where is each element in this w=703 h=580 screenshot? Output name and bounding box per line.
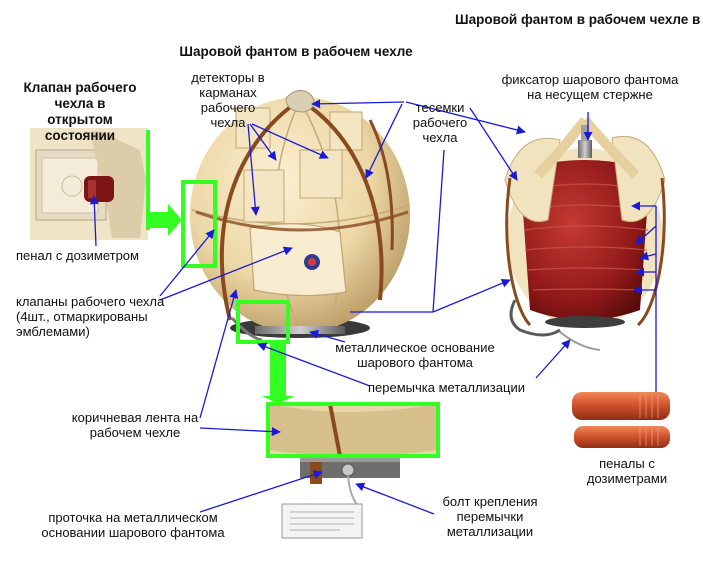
label-brown-tape-line2: рабочем чехле [89, 425, 181, 440]
label-bolt: болт крепления перемычки металлизации [430, 494, 550, 539]
arrow-ties-6 [365, 103, 403, 179]
label-base-line1: металлическое основание [335, 340, 495, 355]
label-base: металлическое основание шарового фантома [320, 340, 510, 370]
label-groove-line1: проточка на металлическом [48, 510, 218, 525]
highlight-connector-arrows [150, 204, 294, 404]
to-closeup-arrow [262, 344, 294, 404]
arrow-detectors-1 [247, 123, 260, 216]
label-detectors-line1: детекторы в [191, 70, 265, 85]
label-valves: клапаны рабочего чехла (4шт., отмаркиров… [16, 294, 164, 339]
label-ties: тесемки рабочего чехла [396, 100, 484, 145]
label-fixator-line1: фиксатор шарового фантома [501, 72, 679, 87]
label-jumper: перемычка металлизации [368, 380, 525, 395]
label-ties-line3: чехла [422, 130, 458, 145]
label-dosimeter-cases-line2: дозиметрами [586, 471, 668, 486]
label-detectors-line3: рабочего [200, 100, 256, 115]
label-ties-line1: тесемки [415, 100, 465, 115]
arrow-dosimeter-case [89, 195, 99, 247]
arrow-brown-tape-1 [199, 289, 239, 419]
label-bolt-line3: металлизации [446, 524, 534, 539]
sphere-half-open-photo [504, 116, 666, 351]
label-valves-line3: эмблемами) [16, 324, 90, 339]
dosimeter-tubes-photo [572, 392, 670, 448]
callout-arrows [89, 99, 657, 515]
arrow-base [309, 329, 346, 343]
arrow-jumper-1 [257, 342, 371, 387]
label-valves-line1: клапаны рабочего чехла [16, 294, 165, 309]
label-dosimeter-cases: пеналы с дозиметрами [572, 456, 682, 486]
label-bolt-line1: болт крепления [442, 494, 538, 509]
arrow-jumper-2 [535, 339, 571, 379]
label-base-line2: шарового фантома [357, 355, 473, 370]
arrow-ties-1 [311, 99, 405, 109]
arrow-detectors-2 [249, 123, 277, 161]
base-closeup-photo [270, 403, 436, 539]
label-groove-line2: основании шарового фантома [41, 525, 225, 540]
arrow-dosimeter-2 [635, 225, 657, 245]
arrow-ties-2 [405, 101, 526, 135]
open-valve-photo [30, 128, 148, 240]
label-brown-tape-line1: коричневая лента на [71, 410, 199, 425]
label-dosimeter-case: пенал с дозиметром [16, 248, 139, 263]
heading-left: Клапан рабочего чехла в открытом состоян… [23, 80, 137, 143]
arrow-ties-7 [469, 107, 518, 181]
arrow-dosimeter-3 [639, 251, 657, 261]
arrow-detectors-3 [251, 123, 329, 159]
arrow-ties-3 [432, 149, 445, 313]
label-groove: проточка на металлическом основании шаро… [25, 510, 241, 540]
valve-highlight-frame [181, 180, 217, 268]
label-brown-tape: коричневая лента на рабочем чехле [60, 410, 210, 440]
arrow-bolt [355, 482, 435, 515]
label-detectors-line4: чехла [210, 115, 246, 130]
label-dosimeter-cases-line1: пеналы с [599, 456, 655, 471]
arrow-valves-2 [159, 246, 293, 301]
label-bolt-line2: перемычки [456, 509, 524, 524]
sphere-in-cover-photo [190, 90, 411, 342]
label-fixator: фиксатор шарового фантома на несущем сте… [490, 72, 690, 102]
heading-center: Шаровой фантом в рабочем чехле [179, 44, 413, 59]
to-valve-arrow [150, 204, 182, 236]
label-valves-line2: (4шт., отмаркированы [16, 309, 148, 324]
label-detectors-line2: карманах [199, 85, 257, 100]
base-highlight-frame [236, 300, 290, 344]
arrow-groove [199, 470, 323, 513]
label-detectors: детекторы в карманах рабочего чехла [178, 70, 278, 130]
label-fixator-line2: на несущем стержне [527, 87, 653, 102]
closeup-highlight-frame [266, 402, 440, 458]
label-ties-line2: рабочего [412, 115, 468, 130]
arrow-valves-1 [159, 229, 215, 297]
arrow-brown-tape-2 [199, 427, 281, 437]
heading-right: Шаровой фантом в рабочем чехле в полурас… [455, 12, 703, 27]
highlight-frames [146, 130, 440, 458]
arrow-ties-5 [432, 278, 511, 313]
